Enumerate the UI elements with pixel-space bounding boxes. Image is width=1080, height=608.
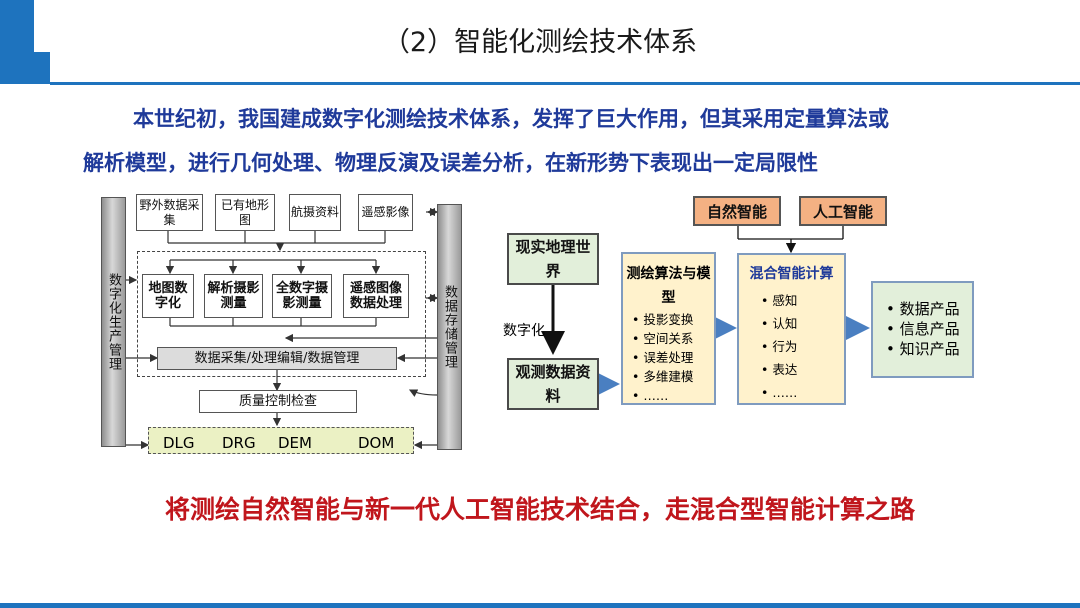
artificial-intelligence-box: 人工智能 [799,196,887,226]
list-item: • 误差处理 [632,350,694,365]
products-box: • 数据产品 • 信息产品 • 知识产品 [871,281,974,378]
algorithms-box: 测绘算法与模型 • 投影变换 • 空间关系 • 误差处理 • 多维建模 • …… [621,252,716,405]
header-accent-tab [34,52,50,84]
list-item: • 认知 [761,316,798,331]
list-item: • 信息产品 [886,320,960,338]
process-box: 遥感图像数据处理 [343,274,409,318]
algorithms-list: • 投影变换 • 空间关系 • 误差处理 • 多维建模 • …… [632,310,693,405]
real-world-box: 现实地理世界 [507,233,599,285]
production-management-label: 数字化生产管理 [106,273,121,371]
hybrid-list: • 感知 • 认知 • 行为 • 表达 • …… [761,289,797,404]
intro-line-1: 本世纪初，我国建成数字化测绘技术体系，发挥了巨大作用，但其采用定量算法或 [133,107,889,131]
product-dlg: DLG [163,434,195,452]
list-item: • 表达 [761,362,798,377]
process-box: 全数字摄影测量 [272,274,332,318]
natural-intelligence-box: 自然智能 [693,196,781,226]
hybrid-computing-box: 混合智能计算 • 感知 • 认知 • 行为 • 表达 • …… [737,253,846,405]
products-bar [148,427,414,454]
footer-line [0,603,1080,608]
list-item: • …… [761,385,798,400]
list-item: • 知识产品 [886,340,960,358]
digitize-label: 数字化 [503,323,545,339]
list-item: • 空间关系 [632,331,694,346]
storage-management-bar: 数据存储管理 [437,204,462,450]
processing-group [137,251,426,377]
algorithms-title: 测绘算法与模型 [626,266,711,306]
list-item: • 投影变换 [632,312,694,327]
storage-management-label: 数据存储管理 [442,285,457,369]
intro-line-2: 解析模型，进行几何处理、物理反演及误差分析，在新形势下表现出一定局限性 [83,151,818,175]
process-box: 解析摄影测量 [204,274,263,318]
list-item: • 数据产品 [886,300,960,318]
page-title: （2）智能化测绘技术体系 [382,27,698,58]
source-box: 航摄资料 [289,194,341,231]
list-item: • 感知 [761,293,798,308]
list-item: • …… [632,388,669,403]
products-list: • 数据产品 • 信息产品 • 知识产品 [886,299,960,359]
management-box: 数据采集/处理编辑/数据管理 [157,347,397,370]
source-box: 遥感影像 [358,194,413,231]
process-box: 地图数字化 [142,274,194,318]
header-accent-block [0,0,34,84]
quality-check-box: 质量控制检查 [199,390,357,413]
hybrid-computing-title: 混合智能计算 [749,266,834,282]
product-dom: DOM [358,434,395,452]
production-management-bar: 数字化生产管理 [101,197,126,447]
conclusion-slogan: 将测绘自然智能与新一代人工智能技术结合，走混合型智能计算之路 [164,495,915,524]
list-item: • 多维建模 [632,369,694,384]
source-box: 已有地形图 [215,194,275,231]
product-drg: DRG [222,434,256,452]
product-dem: DEM [278,434,312,452]
source-box: 野外数据采集 [136,194,203,231]
list-item: • 行为 [761,339,798,354]
title-underline [50,82,1080,85]
observed-data-box: 观测数据资料 [507,358,599,410]
